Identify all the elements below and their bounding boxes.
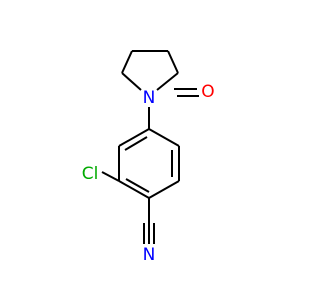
aromatic-inner-2 [125,178,150,193]
bond-c2-c3 [167,50,179,74]
bond-c5-n [121,72,142,91]
bond-c4-c5 [121,50,133,74]
substituents [101,171,155,244]
benzene-ring [118,107,180,199]
bond-ar1-ar2 [118,128,150,147]
bond-ar6-ar1 [148,128,180,147]
atom-label-ring-nitrogen: N [143,88,156,108]
atom-label-chlorine: Cl [82,164,99,184]
pyrrolidinone-ring [121,50,199,97]
bond-n-c2 [156,72,179,91]
molecule-structure: N O Cl N [81,50,215,265]
bond-ar4-ar5 [148,180,180,199]
atom-label-nitrile-nitrogen: N [143,245,156,265]
aromatic-inner-1 [124,136,148,151]
bond-ar3-ar4 [118,180,150,199]
atom-label-oxygen: O [201,82,214,102]
bond-ar3-cl [101,171,120,182]
